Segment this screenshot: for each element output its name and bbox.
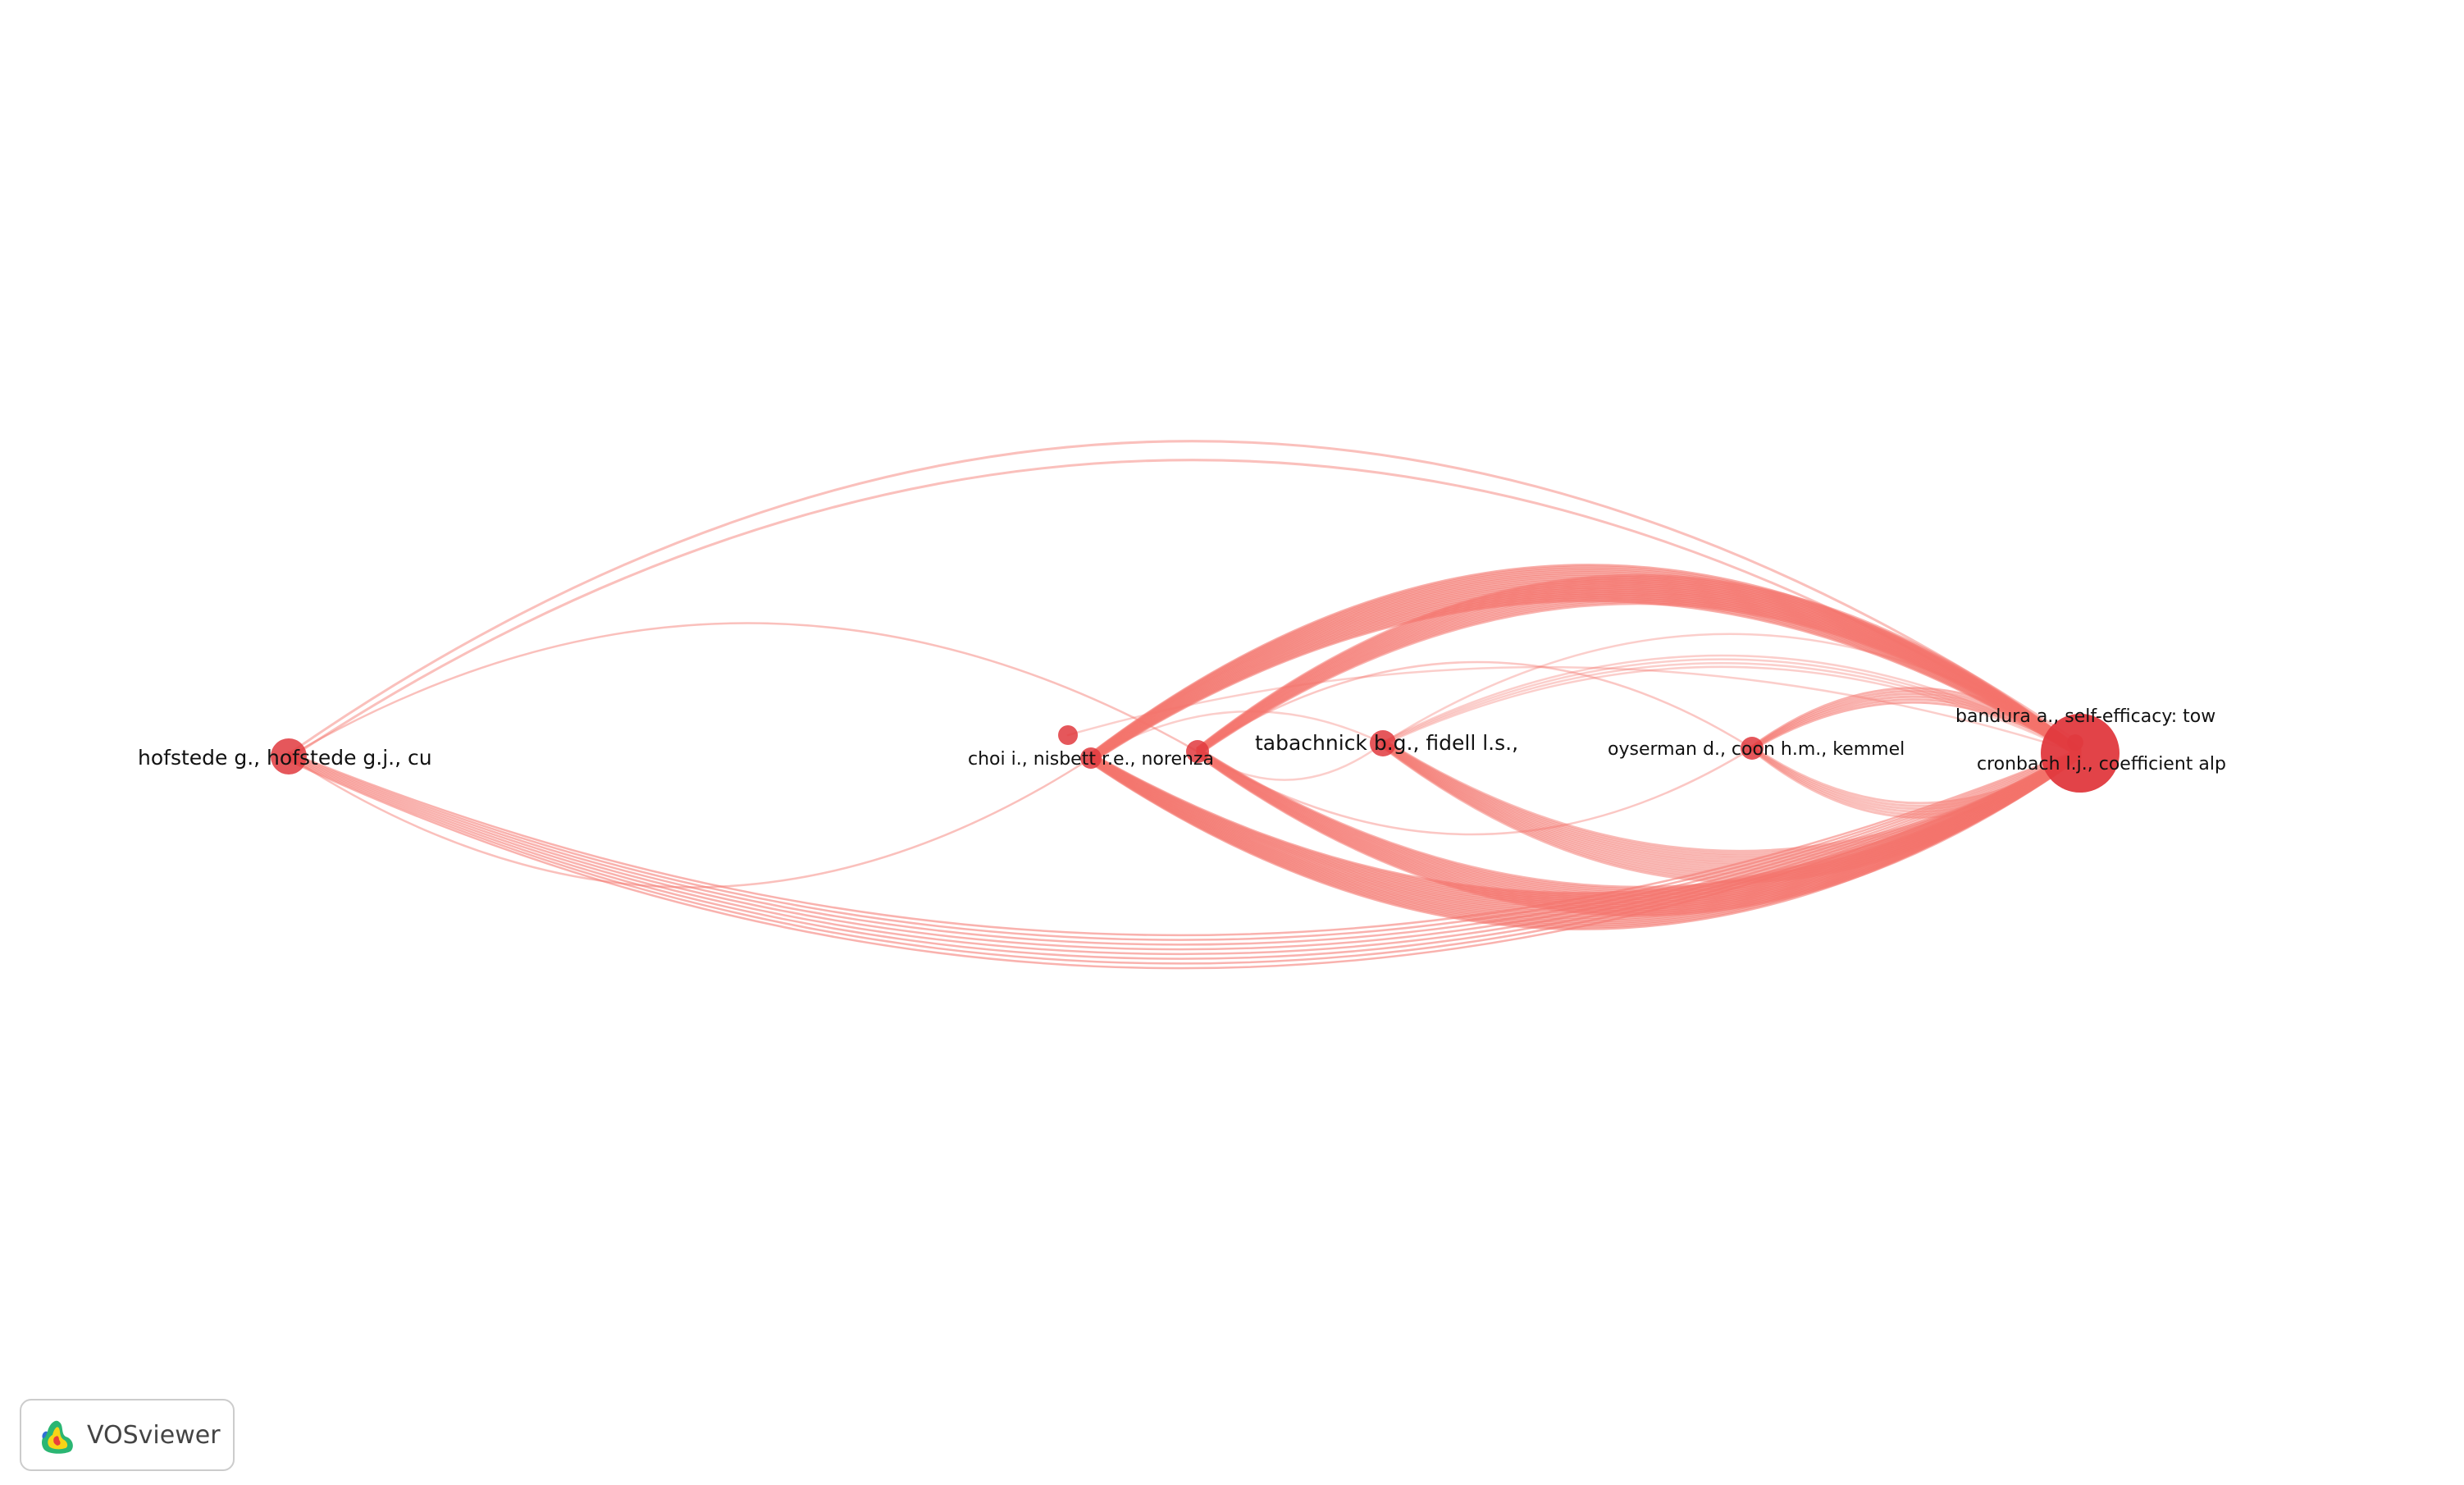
edge-tabachnick-cronbach: [1381, 739, 2082, 860]
node-label-choi: choi i., nisbett r.e., norenza: [968, 749, 1214, 770]
edge-tabachnick-cronbach: [1381, 742, 2082, 867]
edge-tabachnick-cronbach: [1381, 745, 2082, 881]
edge-tabachnick-cronbach: [1381, 738, 2082, 852]
node-cronbach[interactable]: [2041, 714, 2119, 793]
edge-choi-tabachnick: [1089, 710, 1385, 760]
edge-hofstede-mid: [287, 622, 1199, 758]
edge-tabachnick-cronbach: [1381, 738, 2082, 855]
edge-choismall-cronbach: [1066, 665, 2082, 755]
edge-layer: [287, 440, 2082, 970]
edge-oyserman-cronbach-lower: [1750, 748, 2082, 819]
node-hofstede[interactable]: [271, 738, 307, 774]
edge-tabachnick-cronbach: [1381, 740, 2082, 862]
node-choi-small[interactable]: [1058, 725, 1078, 745]
edge-oyserman-cronbach: [1750, 687, 2082, 753]
node-label-bandura: bandura a., self-efficacy: tow: [1955, 706, 2215, 727]
edge-hofstede-bandura: [287, 459, 2077, 761]
edge-mid-oyserman: [1196, 660, 1754, 753]
edge-hofstede-cronbach: [287, 747, 2082, 937]
edge-tabachnick-cronbach: [1381, 742, 2082, 869]
edge-choi-cronbach-upper: [1089, 599, 2082, 765]
edge-mid-oyserman-lower: [1196, 747, 1754, 836]
edge-oyserman-cronbach-lower: [1750, 747, 2082, 816]
edge-tabachnick-cronbach: [1381, 742, 2082, 871]
vosviewer-logo-icon: [42, 1420, 73, 1454]
edge-tabachnick-cronbach: [1381, 739, 2082, 857]
node-oyserman[interactable]: [1741, 737, 1764, 760]
edge-hofstede-choi: [287, 755, 1093, 889]
edge-hofstede-bandura: [287, 440, 2077, 756]
edge-oyserman-cronbach: [1750, 695, 2082, 755]
vosviewer-badge[interactable]: VOSviewer: [20, 1399, 235, 1471]
edge-oyserman-cronbach-lower: [1750, 747, 2082, 813]
edge-oyserman-cronbach: [1750, 698, 2082, 756]
node-label-cronbach: cronbach l.j., coefficient alp: [1977, 754, 2226, 774]
node-label-tabachnick: tabachnick b.g., fidell l.s.,: [1255, 731, 1518, 755]
label-layer: hofstede g., hofstede g.j., cu choi i., n…: [138, 706, 2226, 774]
node-choi[interactable]: [1080, 747, 1102, 769]
edge-tabachnick-cronbach: [1381, 744, 2082, 876]
edge-oyserman-cronbach: [1750, 689, 2082, 754]
edge-tabachnick-cronbach: [1381, 744, 2082, 879]
node-label-hofstede: hofstede g., hofstede g.j., cu: [138, 746, 432, 770]
edge-oyserman-cronbach-lower: [1750, 745, 2082, 805]
edge-tabachnick-cronbach: [1381, 741, 2082, 865]
edge-mid-cronbach-upper: [1196, 602, 2082, 758]
edge-oyserman-cronbach-lower: [1750, 746, 2082, 807]
edge-oyserman-cronbach-lower: [1750, 747, 2082, 811]
edge-mid-tabachnick: [1196, 742, 1385, 781]
edge-tabachnick-bandura: [1381, 633, 2077, 745]
node-mid[interactable]: [1186, 740, 1209, 763]
edge-mid-cronbach-lower: [1196, 754, 2082, 917]
brand-name: VOSviewer: [87, 1420, 221, 1450]
edge-oyserman-cronbach: [1750, 701, 2082, 756]
node-layer[interactable]: [271, 714, 2119, 793]
node-tabachnick[interactable]: [1370, 730, 1396, 756]
edge-tabachnick-cronbach: [1381, 743, 2082, 874]
edge-oyserman-cronbach: [1750, 692, 2082, 755]
edge-tabachnick-cronbach: [1381, 746, 2082, 884]
edge-tabachnick-cronbach-upper: [1381, 665, 2082, 756]
node-label-oyserman: oyserman d., coon h.m., kemmel: [1608, 739, 1905, 760]
